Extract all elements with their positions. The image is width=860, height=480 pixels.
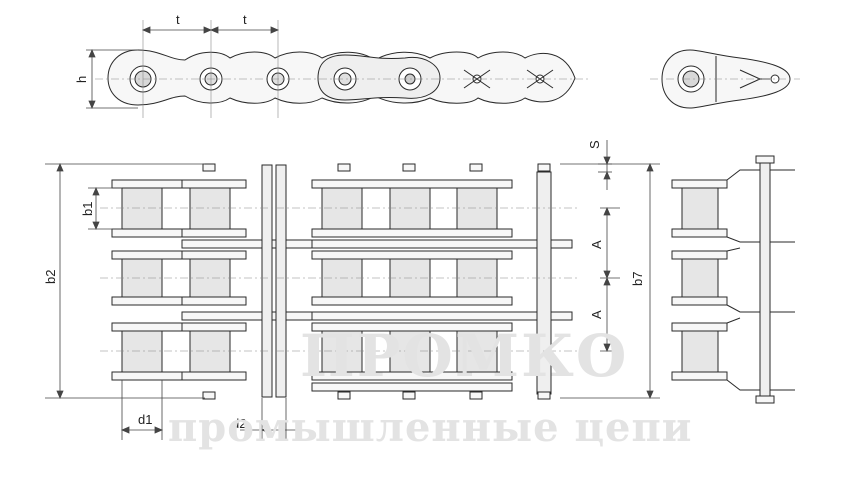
label-strand-1: A — [589, 240, 604, 249]
end-view — [650, 49, 800, 109]
pin-bar-3 — [536, 171, 552, 395]
pin-head-top-5 — [537, 163, 551, 172]
pin-head-bot-3 — [402, 391, 416, 400]
label-strand-2: A — [589, 310, 604, 319]
label-pin-length: b7 — [630, 272, 645, 286]
strand-1 — [111, 179, 513, 238]
label-spacing: S — [587, 140, 602, 149]
pitch-dimensions — [141, 26, 280, 34]
strand-2 — [111, 239, 573, 306]
label-inner-width: b1 — [80, 202, 95, 216]
pin-head-top-4 — [469, 163, 483, 172]
label-roller-dia: d1 — [138, 412, 152, 427]
pin-head-bot-4 — [469, 391, 483, 400]
pin-head-top-3 — [402, 163, 416, 172]
label-height: h — [74, 76, 89, 83]
pin-bar-1 — [261, 164, 273, 398]
label-pitch-1: t — [176, 12, 180, 27]
label-pin-dia: d2 — [232, 416, 246, 431]
plan-end-view — [671, 155, 795, 404]
strand-3 — [111, 311, 573, 392]
pin-head-top-2 — [337, 163, 351, 172]
side-view — [95, 20, 590, 118]
pin-head-bot-5 — [537, 391, 551, 400]
cotter-pin-1-legs — [463, 69, 491, 89]
plan-dimensions — [45, 140, 660, 440]
plan-view — [100, 163, 580, 400]
pin-head-bot-2 — [337, 391, 351, 400]
pin-bar-2 — [275, 164, 287, 398]
pin-head-bot-1 — [202, 391, 216, 400]
label-pitch-2: t — [243, 12, 247, 27]
height-dimension — [86, 48, 138, 110]
pin-head-top-1 — [202, 163, 216, 172]
label-width: b2 — [43, 270, 58, 284]
